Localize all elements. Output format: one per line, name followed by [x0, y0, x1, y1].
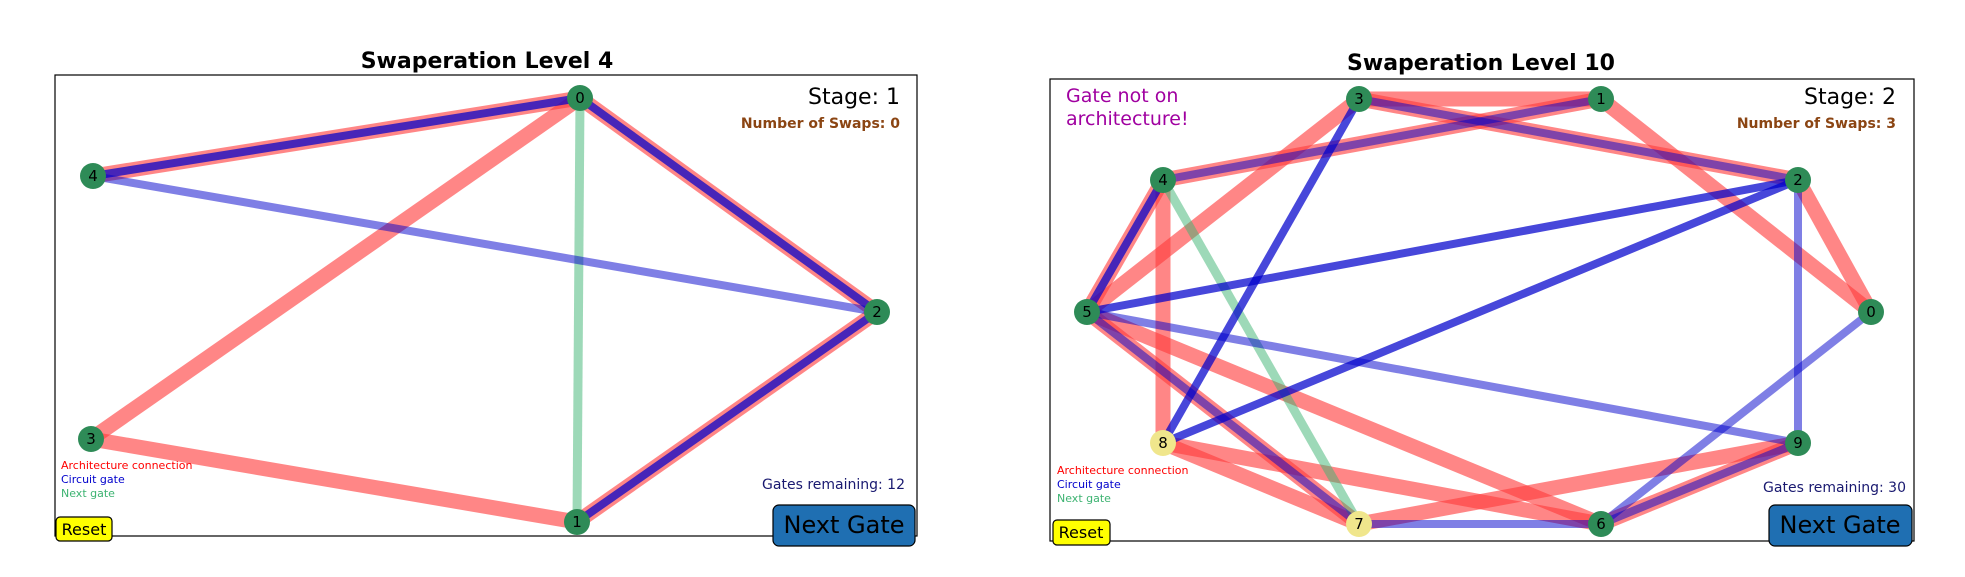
qubit-node-label: 4: [88, 167, 98, 185]
architecture-edge-2-0: [1791, 176, 1878, 316]
qubit-node-label: 1: [1596, 90, 1606, 108]
qubit-node-4[interactable]: 4: [80, 163, 106, 189]
reset-button-label: Reset: [1059, 523, 1104, 542]
circuit-gate-edge-4-2: [92, 172, 878, 316]
next-gate-edge-4-7: [1159, 177, 1363, 527]
panel-level-4: Swaperation Level 4 0 1 2 3 4 Stage: 1 Numbe…: [54, 49, 918, 547]
qubit-node-8[interactable]: 8: [1150, 430, 1176, 456]
circuit-gate-edge-0-6: [1598, 308, 1874, 528]
circuit-gate-edge-4-1: [1162, 95, 1602, 184]
panel-level-10: Swaperation Level 10 0 1 2 3 4 5 6 7 8 9 Gate not…: [1049, 51, 1915, 547]
qubit-node-label: 0: [575, 89, 585, 107]
qubit-node-0[interactable]: 0: [567, 85, 593, 111]
next-gate-button-label: Next Gate: [783, 511, 904, 539]
qubit-node-circle: [1346, 511, 1372, 537]
qubit-node-7[interactable]: 7: [1346, 511, 1372, 537]
qubit-node-1[interactable]: 1: [564, 509, 590, 535]
qubit-node-circle: [1858, 299, 1884, 325]
legend-architecture: Architecture connection: [61, 459, 192, 472]
legend-next: Next gate: [1057, 492, 1111, 505]
qubit-node-2[interactable]: 2: [1785, 167, 1811, 193]
qubit-node-circle: [80, 163, 106, 189]
legend-circuit: Circuit gate: [1057, 478, 1121, 491]
qubit-node-circle: [564, 509, 590, 535]
edge-layer: [86, 90, 882, 530]
circuit-gate-edge-8-2: [1161, 176, 1800, 447]
legend-circuit: Circuit gate: [61, 473, 125, 486]
gates-remaining: Gates remaining: 30: [1763, 480, 1906, 496]
qubit-node-6[interactable]: 6: [1588, 511, 1614, 537]
qubit-node-label: 3: [1354, 90, 1364, 108]
circuit-gate-edge-0-4: [92, 94, 581, 180]
qubit-node-3[interactable]: 3: [1346, 86, 1372, 112]
reset-button[interactable]: Reset: [1052, 519, 1111, 546]
qubit-node-label: 4: [1158, 171, 1168, 189]
gates-remaining: Gates remaining: 12: [762, 477, 905, 493]
circuit-gate-edge-6-9: [1599, 439, 1800, 528]
warning-message: Gate not on architecture!: [1066, 85, 1189, 130]
legend-next: Next gate: [61, 487, 115, 500]
edge-layer: [1080, 91, 1878, 532]
next-gate-button[interactable]: Next Gate: [772, 504, 916, 547]
architecture-edge-3-5: [1082, 93, 1364, 318]
qubit-node-3[interactable]: 3: [78, 426, 104, 452]
warning-line-1: Gate not on: [1066, 85, 1178, 107]
qubit-node-label: 2: [872, 303, 882, 321]
qubit-node-circle: [1588, 511, 1614, 537]
architecture-edge-7-9: [1357, 435, 1800, 532]
swap-counter: Number of Swaps: 3: [1737, 116, 1896, 132]
circuit-gate-edge-3-8: [1159, 97, 1363, 445]
qubit-node-5[interactable]: 5: [1074, 299, 1100, 325]
qubit-node-circle: [1150, 430, 1176, 456]
architecture-edge-0-3: [86, 91, 585, 446]
qubit-node-circle: [1346, 86, 1372, 112]
qubit-node-2[interactable]: 2: [864, 299, 890, 325]
architecture-edge-3-1: [89, 431, 579, 530]
qubit-node-label: 1: [572, 513, 582, 531]
qubit-node-circle: [1588, 86, 1614, 112]
circuit-gate-edge-3-2: [1358, 95, 1799, 184]
next-gate-button-label: Next Gate: [1779, 511, 1900, 539]
qubit-node-label: 3: [86, 430, 96, 448]
qubit-node-circle: [567, 85, 593, 111]
qubit-node-circle: [1785, 167, 1811, 193]
qubit-node-label: 7: [1354, 515, 1364, 533]
qubit-node-label: 5: [1082, 303, 1092, 321]
qubit-node-label: 6: [1596, 515, 1606, 533]
qubit-node-0[interactable]: 0: [1858, 299, 1884, 325]
warning-line-2: architecture!: [1066, 108, 1189, 130]
qubit-node-label: 9: [1793, 434, 1803, 452]
architecture-edge-8-6: [1161, 435, 1603, 532]
panel-title: Swaperation Level 10: [1347, 51, 1615, 76]
reset-button[interactable]: Reset: [55, 516, 113, 542]
node-layer[interactable]: 0 1 2 3 4: [78, 85, 890, 535]
qubit-node-circle: [1150, 167, 1176, 193]
panel-title: Swaperation Level 4: [361, 49, 614, 74]
qubit-node-circle: [1074, 299, 1100, 325]
qubit-node-label: 8: [1158, 434, 1168, 452]
next-gate-edge-0-1: [572, 97, 585, 523]
qubit-node-label: 0: [1866, 303, 1876, 321]
circuit-gate-edge-5-9: [1086, 308, 1799, 447]
qubit-node-9[interactable]: 9: [1785, 430, 1811, 456]
next-gate-button[interactable]: Next Gate: [1768, 504, 1913, 547]
qubit-node-4[interactable]: 4: [1150, 167, 1176, 193]
reset-button-label: Reset: [62, 520, 107, 539]
swap-counter: Number of Swaps: 0: [741, 116, 900, 132]
qubit-node-1[interactable]: 1: [1588, 86, 1614, 112]
circuit-gate-edge-0-2: [577, 94, 880, 316]
stage-indicator: Stage: 2: [1804, 85, 1896, 110]
qubit-node-circle: [78, 426, 104, 452]
qubit-node-circle: [1785, 430, 1811, 456]
circuit-gate-edge-5-2: [1086, 176, 1799, 316]
stage-indicator: Stage: 1: [808, 85, 900, 110]
legend-architecture: Architecture connection: [1057, 464, 1188, 477]
qubit-node-circle: [864, 299, 890, 325]
node-layer[interactable]: 0 1 2 3 4 5 6 7 8 9: [1074, 86, 1884, 537]
circuit-gate-edge-4-5: [1083, 178, 1167, 314]
circuit-gate-edge-1-2: [574, 308, 880, 526]
qubit-node-label: 2: [1793, 171, 1803, 189]
circuit-gate-edge-5-7: [1084, 308, 1362, 528]
